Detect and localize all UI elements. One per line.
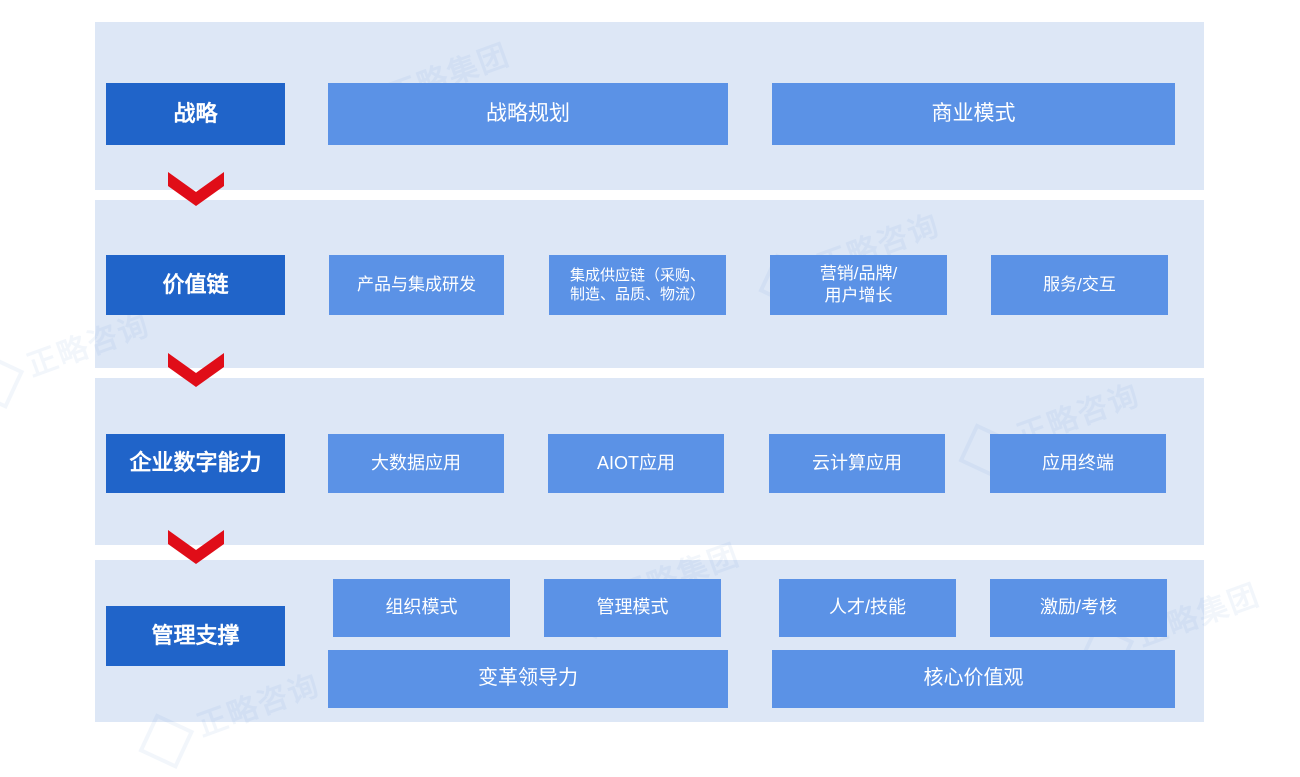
box-line-1: 集成供应链（采购、 — [569, 266, 705, 284]
box-core-values[interactable]: 核心价值观 — [772, 650, 1175, 708]
box-line-2: 用户增长 — [824, 286, 893, 305]
box-integrated-supply-chain[interactable]: 集成供应链（采购、 制造、品质、物流） — [549, 255, 726, 315]
box-application-terminal[interactable]: 应用终端 — [990, 434, 1166, 493]
box-organization-model[interactable]: 组织模式 — [333, 579, 510, 637]
arrow-valuechain-to-digital — [168, 353, 224, 387]
box-service-interaction[interactable]: 服务/交互 — [991, 255, 1168, 315]
chevron-down-icon — [168, 172, 224, 206]
watermark-diamond-icon — [0, 353, 25, 410]
box-product-rnd[interactable]: 产品与集成研发 — [329, 255, 504, 315]
box-aiot-application[interactable]: AIOT应用 — [548, 434, 724, 493]
chevron-down-icon — [168, 530, 224, 564]
chevron-down-icon — [168, 353, 224, 387]
row-label-valuechain[interactable]: 价值链 — [106, 255, 285, 315]
box-management-model[interactable]: 管理模式 — [544, 579, 721, 637]
box-bigdata-application[interactable]: 大数据应用 — [328, 434, 504, 493]
arrow-digital-to-management — [168, 530, 224, 564]
box-business-model[interactable]: 商业模式 — [772, 83, 1175, 145]
box-marketing-brand-growth[interactable]: 营销/品牌/ 用户增长 — [770, 255, 947, 315]
box-line-2: 制造、品质、物流） — [569, 286, 705, 303]
box-change-leadership[interactable]: 变革领导力 — [328, 650, 728, 708]
box-strategy-planning[interactable]: 战略规划 — [328, 83, 728, 145]
row-label-digital[interactable]: 企业数字能力 — [106, 434, 285, 493]
row-label-strategy[interactable]: 战略 — [106, 83, 285, 145]
box-cloud-application[interactable]: 云计算应用 — [769, 434, 945, 493]
row-label-management[interactable]: 管理支撑 — [106, 606, 285, 666]
arrow-strategy-to-valuechain — [168, 172, 224, 206]
box-incentive-assessment[interactable]: 激励/考核 — [990, 579, 1167, 637]
box-talent-skills[interactable]: 人才/技能 — [779, 579, 956, 637]
box-line-1: 营销/品牌/ — [819, 264, 898, 284]
